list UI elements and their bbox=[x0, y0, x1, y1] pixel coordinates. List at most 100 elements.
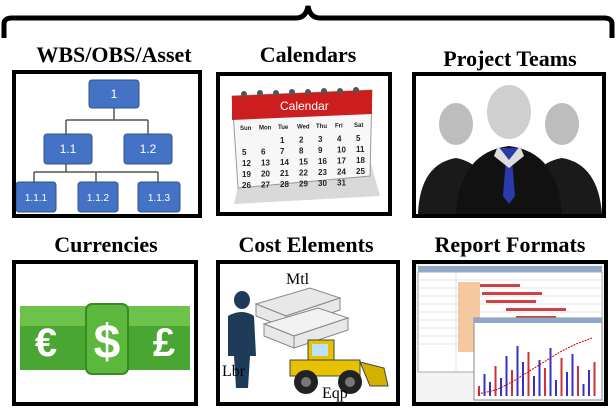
report-bar bbox=[511, 370, 513, 396]
calendar-date: 20 bbox=[261, 170, 270, 179]
lumber-icon bbox=[254, 287, 350, 349]
calendar-date: 16 bbox=[318, 157, 327, 166]
currencies-panel: € $ £ bbox=[12, 260, 198, 406]
wbs-node-label: 1.1.1 bbox=[25, 193, 48, 204]
calendar-date: 14 bbox=[280, 158, 289, 167]
calendar-date: 30 bbox=[318, 179, 327, 188]
calendar-date: 12 bbox=[242, 159, 251, 168]
wbs-panel: 1 1.1 1.2 1.1.1 1.1.2 1.1.3 bbox=[12, 70, 202, 218]
calendar-date: 29 bbox=[299, 180, 308, 189]
calendar-day-header: Sun bbox=[240, 126, 252, 132]
calendar-day-header: Thu bbox=[316, 124, 327, 130]
report-bar bbox=[538, 360, 541, 396]
calendar-date: 11 bbox=[356, 145, 365, 154]
wbs-node-l3 bbox=[77, 181, 119, 213]
report-bar bbox=[588, 370, 590, 396]
report-bar bbox=[478, 386, 480, 396]
report-bar bbox=[560, 358, 563, 396]
report-bar bbox=[549, 348, 552, 396]
wbs-node-root bbox=[88, 79, 140, 109]
calendar-date: 27 bbox=[261, 181, 270, 190]
worker-icon bbox=[228, 291, 256, 388]
report-bar bbox=[577, 366, 579, 396]
report-bar bbox=[527, 352, 530, 396]
equipment-label: Eqp bbox=[322, 385, 348, 402]
calendar-date: 28 bbox=[280, 180, 289, 189]
report-bar bbox=[483, 374, 486, 396]
calendar-day-header: Wed bbox=[297, 125, 310, 131]
wbs-node-l2 bbox=[123, 133, 173, 165]
report-bar bbox=[522, 362, 524, 396]
people-icon bbox=[416, 76, 602, 214]
label-calendars: Calendars bbox=[259, 42, 357, 67]
wbs-node-label: 1 bbox=[111, 87, 118, 101]
report-bar bbox=[593, 362, 596, 396]
label-report-formats: Report Formats bbox=[434, 232, 586, 257]
wbs-tree-diagram: 1 1.1 1.2 1.1.1 1.1.2 1.1.3 bbox=[16, 79, 181, 213]
calendar-date: 9 bbox=[318, 146, 323, 155]
wbs-node-l3 bbox=[16, 181, 57, 213]
calendar-day-header: Sat bbox=[354, 123, 363, 129]
calendar-date: 25 bbox=[356, 167, 365, 176]
euro-symbol: € bbox=[35, 321, 57, 365]
calendar-date: 8 bbox=[299, 147, 304, 156]
report-bar bbox=[516, 346, 519, 396]
calendar-date: 10 bbox=[337, 146, 346, 155]
calendar-date: 1 bbox=[280, 136, 285, 145]
calendar-date: 24 bbox=[337, 168, 346, 177]
calendar-date: 18 bbox=[356, 156, 365, 165]
calendar-date: 21 bbox=[280, 169, 289, 178]
report-bar bbox=[494, 366, 497, 396]
curly-brace bbox=[1, 5, 615, 38]
wbs-node-l2 bbox=[43, 133, 93, 165]
cost-elements-illustration: Mtl Lbr Eqp bbox=[222, 271, 389, 402]
calendar-date: 22 bbox=[299, 169, 308, 178]
report-bar bbox=[544, 368, 546, 396]
wbs-node-label: 1.1.2 bbox=[87, 193, 110, 204]
report-formats-panel bbox=[412, 260, 608, 406]
report-bar bbox=[555, 380, 557, 396]
label-currencies: Currencies bbox=[54, 232, 158, 257]
calendar-date: 17 bbox=[337, 157, 346, 166]
report-bar bbox=[566, 372, 568, 396]
calendar-day-header: Fri bbox=[335, 124, 343, 130]
wbs-node-label: 1.2 bbox=[140, 142, 157, 156]
report-bar bbox=[489, 382, 491, 396]
label-cost-elements: Cost Elements bbox=[238, 232, 374, 257]
calendar-date: 3 bbox=[318, 135, 323, 144]
calendar-date: 15 bbox=[299, 158, 308, 167]
calendar-day-header: Tue bbox=[278, 125, 289, 131]
loader-icon bbox=[289, 339, 389, 394]
project-teams-panel bbox=[412, 72, 606, 218]
calendar-date: 2 bbox=[299, 136, 304, 145]
label-project-teams: Project Teams bbox=[443, 46, 577, 71]
calendar-date: 13 bbox=[261, 159, 270, 168]
report-bar bbox=[505, 356, 508, 396]
label-wbs: WBS/OBS/Asset bbox=[36, 42, 192, 67]
calendar-date: 7 bbox=[280, 147, 285, 156]
calendar-day-header: Mon bbox=[259, 126, 272, 132]
calendar-date: 5 bbox=[242, 148, 247, 157]
calendar-date: 19 bbox=[242, 170, 251, 179]
pound-symbol: £ bbox=[153, 321, 175, 365]
calendar-date: 5 bbox=[356, 134, 361, 143]
dollar-symbol: $ bbox=[94, 316, 121, 369]
report-screenshot-icon bbox=[416, 264, 604, 402]
labor-label: Lbr bbox=[222, 363, 246, 380]
cost-elements-panel: Mtl Lbr Eqp bbox=[216, 260, 400, 406]
money-icon: € $ £ bbox=[16, 264, 194, 402]
report-bar bbox=[571, 354, 574, 396]
material-label: Mtl bbox=[286, 271, 310, 288]
report-bar bbox=[533, 376, 535, 396]
calendar-date: 31 bbox=[337, 179, 346, 188]
calendar-date: 26 bbox=[242, 181, 251, 190]
wbs-node-label: 1.1.3 bbox=[148, 193, 171, 204]
wbs-node-label: 1.1 bbox=[60, 142, 77, 156]
calendar-date: 6 bbox=[261, 148, 266, 157]
wbs-node-l3 bbox=[137, 181, 181, 213]
report-bar bbox=[582, 384, 585, 396]
calendar-date: 23 bbox=[318, 168, 327, 177]
calendar-date: 4 bbox=[337, 135, 342, 144]
